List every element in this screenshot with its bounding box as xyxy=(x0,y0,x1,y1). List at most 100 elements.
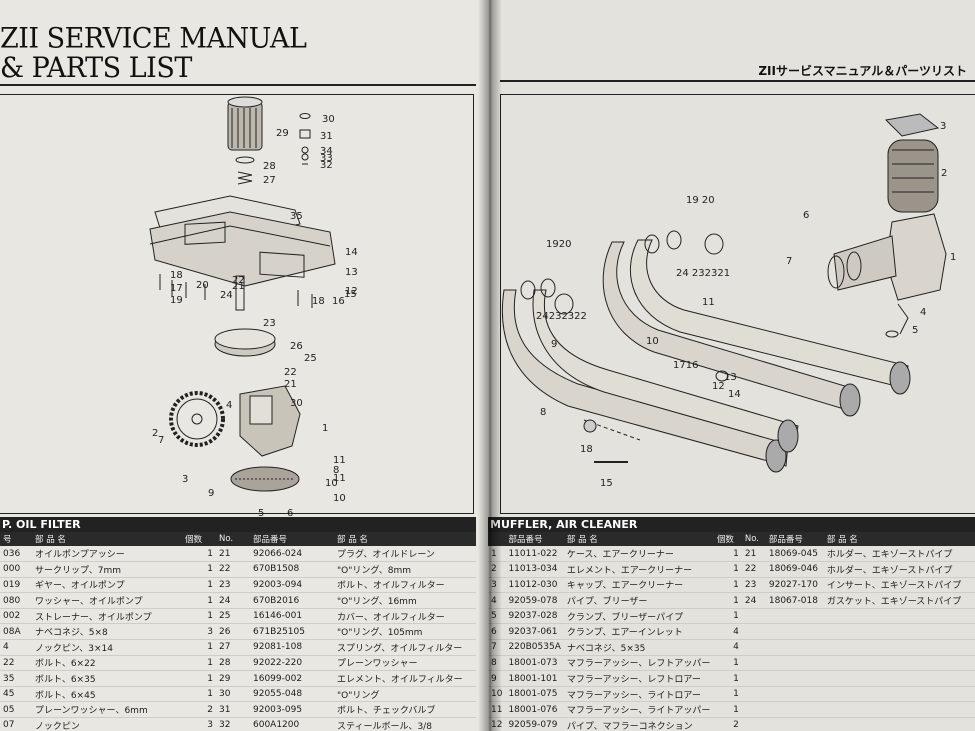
callout-label: 11 xyxy=(702,297,715,308)
cell-ref: 45 xyxy=(0,686,32,703)
cell-qty: 2 xyxy=(182,701,216,719)
cell-empty xyxy=(823,639,975,656)
cell-part: 92037-061 xyxy=(505,623,564,641)
cell-ref: 002 xyxy=(0,608,32,625)
callout-label: 10 xyxy=(325,478,338,489)
callout-label: 14 xyxy=(345,247,358,258)
cell-empty xyxy=(823,623,975,641)
cell-qty: 1 xyxy=(182,670,216,687)
cell-part: 671B25105 xyxy=(250,623,334,641)
cell-qty: 1 xyxy=(713,670,742,687)
cell-part: 18001-073 xyxy=(505,655,564,672)
jp-header-title: ZIIサービスマニュアル＆パーツリスト xyxy=(758,64,967,78)
callout-label: 11 xyxy=(333,455,346,466)
cell-name: ノックピン、3×14 xyxy=(32,639,182,656)
cell-empty xyxy=(765,623,824,641)
cell-empty xyxy=(823,717,975,731)
cell-no: 21 xyxy=(741,546,766,563)
callout-label: 15 xyxy=(344,289,357,300)
callout-label: 11 xyxy=(333,473,346,484)
callout-label: 24232322 xyxy=(536,311,587,322)
callout-label: 32 xyxy=(320,160,333,171)
cell-empty xyxy=(823,608,975,625)
section-title-muffler-air-cleaner: MUFFLER, AIR CLEANER xyxy=(488,517,975,533)
cell-empty xyxy=(823,701,975,719)
pump-gear-shape xyxy=(169,391,225,447)
cell-empty xyxy=(765,717,824,731)
header-rule xyxy=(500,80,975,82)
cell-name: マフラーアッシー、レフトロアー xyxy=(563,670,714,687)
cell-part: 18069-045 xyxy=(765,546,824,563)
cell-ref: 05 xyxy=(0,701,32,719)
callout-label: 18 xyxy=(170,270,183,281)
muffler-air-cleaner-exploded-diagram xyxy=(501,113,947,473)
cell-no: 5 xyxy=(488,608,506,625)
cell-name: パイプ、ブリーザー xyxy=(563,592,714,609)
cell-name: マフラーアッシー、ライトアッパー xyxy=(563,701,714,719)
filter-element-shape xyxy=(227,101,263,151)
cell-qty: 1 xyxy=(182,561,216,578)
callout-label: 31 xyxy=(320,131,333,142)
cell-no: 29 xyxy=(216,670,250,687)
cell-name: ホルダー、エキゾーストパイプ xyxy=(823,546,975,563)
callout-label: 9 xyxy=(208,488,215,499)
callout-label: 30 xyxy=(322,114,335,125)
callout-label: 2 xyxy=(941,168,948,179)
cell-empty xyxy=(741,655,766,672)
cell-name: ボルト、6×22 xyxy=(32,655,182,672)
cell-empty xyxy=(765,670,824,687)
callout-label: 18 xyxy=(312,296,325,307)
cell-part: 92022-220 xyxy=(250,655,334,672)
cell-part: 11013-034 xyxy=(505,561,564,578)
callout-label: 34 xyxy=(320,146,333,157)
callout-label: 14 xyxy=(728,389,741,400)
callout-label: 3 xyxy=(940,121,947,132)
cell-ref: 4 xyxy=(0,639,32,656)
callout-label: 13 xyxy=(724,372,737,383)
callout-label: 15 xyxy=(600,478,613,489)
cell-name2: "O"リング、8mm xyxy=(334,561,476,578)
cell-part: 16146-001 xyxy=(250,608,334,625)
cell-no: 9 xyxy=(488,670,506,687)
cell-name: パイプ、マフラーコネクション xyxy=(563,717,714,731)
cell-ref: 080 xyxy=(0,592,32,609)
cell-qty: 1 xyxy=(182,592,216,609)
cell-no: 12 xyxy=(488,717,506,731)
cell-name2: スプリング、オイルフィルター xyxy=(334,639,476,656)
air-cleaner-cap-shape xyxy=(884,113,940,137)
cell-qty: 1 xyxy=(182,639,216,656)
callout-label: 19 xyxy=(170,295,183,306)
cell-part: 670B1508 xyxy=(250,561,334,578)
cell-ref: 036 xyxy=(0,546,32,563)
callout-label: 1 xyxy=(950,252,957,263)
cell-part: 220B0535A xyxy=(505,639,564,656)
cell-name: マフラーアッシー、ライトロアー xyxy=(563,686,714,703)
callout-label: 24 xyxy=(220,290,233,301)
cell-part: 670B2016 xyxy=(250,592,334,609)
cell-empty xyxy=(741,670,766,687)
cell-qty: 1 xyxy=(713,701,742,719)
cell-name: ボルト、6×35 xyxy=(32,670,182,687)
cell-part: 92055-048 xyxy=(250,686,334,703)
cell-name: ノックピン xyxy=(32,717,182,731)
cell-name2: プラグ、オイルドレーン xyxy=(334,546,476,563)
callout-label: 16 xyxy=(332,296,345,307)
cell-part: 600A1200 xyxy=(250,717,334,731)
cell-name: ストレーナー、オイルポンプ xyxy=(32,608,182,625)
cell-name2: プレーンワッシャー xyxy=(334,655,476,672)
callout-label: 21 xyxy=(284,379,297,390)
cell-empty xyxy=(823,670,975,687)
